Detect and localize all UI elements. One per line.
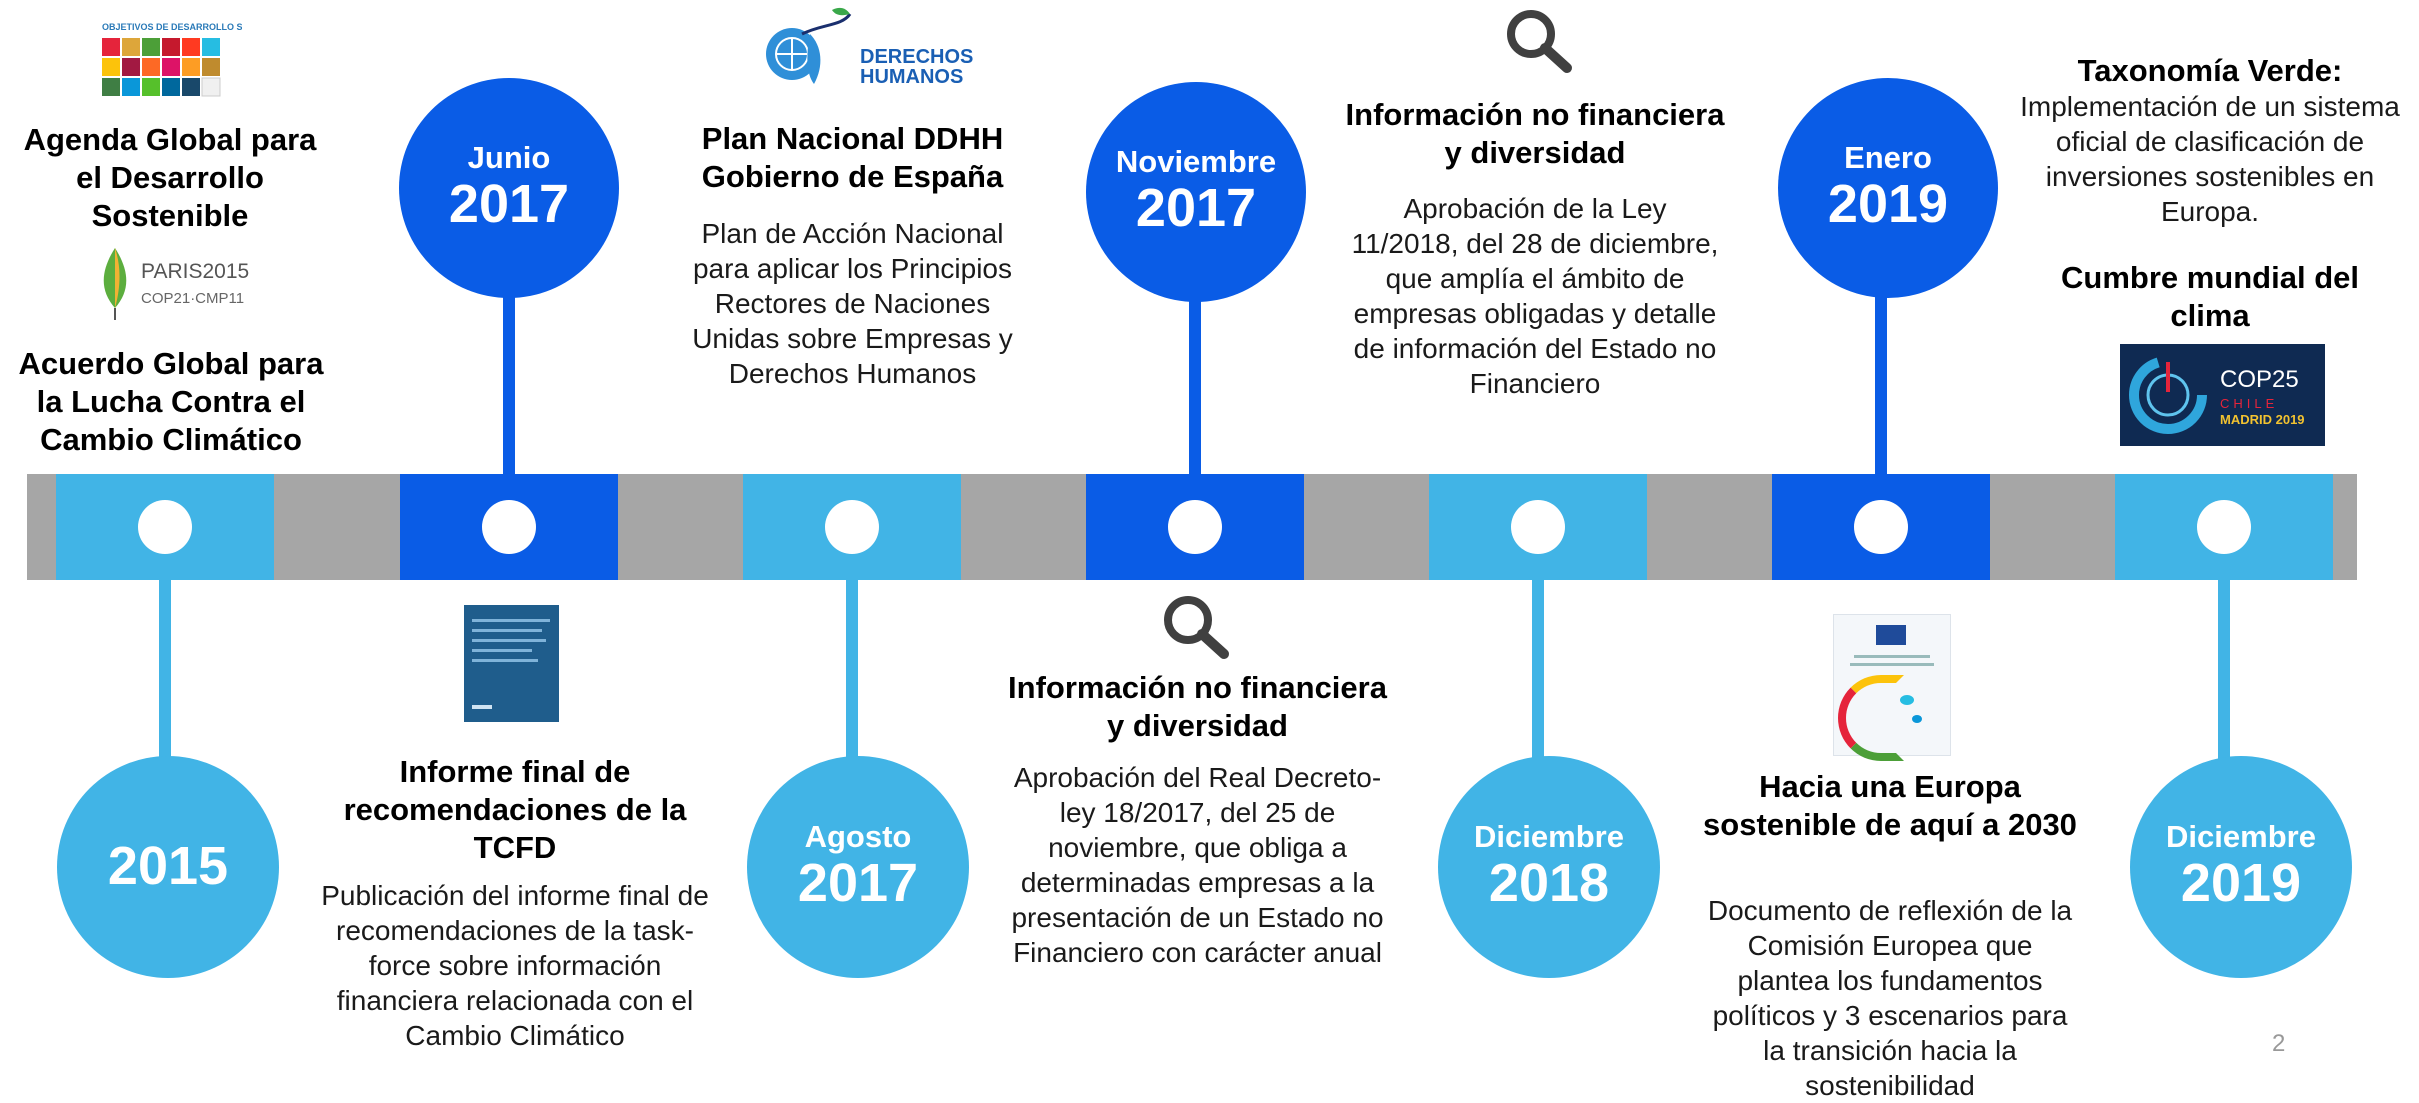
europa-2030-report-thumbnail	[1833, 614, 1951, 761]
magnifier-icon	[1160, 592, 1232, 662]
cop25-line3: MADRID 2019	[2220, 412, 2305, 427]
date-year: 2015	[107, 836, 229, 897]
timeline-segment-nov-2017	[1086, 474, 1304, 580]
cop25-line1: COP25	[2220, 366, 2299, 393]
sdg-logo-text: OBJETIVOS DE DESARROLLO SOSTENIBLE	[102, 22, 242, 32]
dic18-text: Aprobación de la Ley 11/2018, del 28 de …	[1351, 193, 1719, 399]
date-circle-nov-2017: Noviembre 2017	[1086, 82, 1306, 302]
derechos-humanos-logo: DERECHOS HUMANOS	[762, 4, 974, 100]
timeline-dot	[482, 500, 536, 554]
date-year: 2018	[1488, 853, 1610, 914]
date-year: 2019	[1827, 174, 1949, 235]
tcfd-text: Publicación del informe final de recomen…	[321, 880, 709, 1051]
taxonomia-text: Implementación de un sistema oficial de …	[2020, 91, 2400, 227]
connector-stem	[1532, 578, 1544, 778]
paris-logo-line1: PARIS2015	[141, 260, 250, 283]
date-month: Enero	[1844, 140, 1932, 176]
connector-stem	[503, 285, 515, 475]
date-circle-ago-2017: Agosto 2017	[747, 756, 969, 978]
date-year: 2017	[797, 853, 919, 914]
timeline-segment-2015	[56, 474, 274, 580]
date-year: 2019	[2180, 853, 2302, 914]
taxonomia-title: Taxonomía Verde:	[2077, 53, 2343, 88]
date-month: Agosto	[804, 819, 912, 855]
europa-title: Hacia una Europa sostenible de aquí a 20…	[1703, 769, 2077, 842]
date-circle-jun-2017: Junio 2017	[399, 78, 619, 298]
paris2015-logo: PARIS2015 COP21·CMP11	[95, 246, 249, 322]
nov-text: Aprobación del Real Decreto-ley 18/2017,…	[1011, 762, 1384, 968]
acuerdo-title: Acuerdo Global para la Lucha Contra el C…	[18, 346, 324, 457]
ddhh-title: Plan Nacional DDHH Gobierno de España	[701, 121, 1004, 194]
ddhh-logo-line2: HUMANOS	[860, 66, 964, 88]
magnifier-icon	[1503, 6, 1575, 76]
connector-stem	[846, 578, 858, 778]
cop25-logo: COP25 CHILE MADRID 2019	[2120, 344, 2325, 446]
date-year: 2017	[448, 174, 570, 235]
date-circle-dic-2018: Diciembre 2018	[1438, 756, 1660, 978]
timeline-dot	[1854, 500, 1908, 554]
timeline-segment-ago-2017	[743, 474, 961, 580]
date-circle-dic-2019: Diciembre 2019	[2130, 756, 2352, 978]
date-month: Diciembre	[2166, 819, 2316, 855]
connector-stem	[1189, 290, 1201, 475]
tcfd-report-thumbnail	[464, 605, 559, 722]
date-year: 2017	[1135, 178, 1257, 239]
date-month: Noviembre	[1115, 144, 1277, 180]
connector-stem	[159, 578, 171, 778]
timeline-dot	[1511, 500, 1565, 554]
timeline-dot	[138, 500, 192, 554]
cumbre-title: Cumbre mundial del clima	[2061, 260, 2359, 333]
date-month: Junio	[467, 140, 551, 176]
timeline-segment-dic-2019	[2115, 474, 2333, 580]
europa-text: Documento de reflexión de la Comisión Eu…	[1707, 895, 2073, 1101]
timeline-segment-dic-2018	[1429, 474, 1647, 580]
timeline-dot	[2197, 500, 2251, 554]
date-circle-ene-2019: Enero 2019	[1778, 78, 1998, 298]
page-number: 2	[2272, 1030, 2286, 1057]
date-month: Diciembre	[1474, 819, 1624, 855]
timeline-dot	[825, 500, 879, 554]
connector-stem	[2218, 578, 2230, 778]
dic18-title: Información no financiera y diversidad	[1345, 97, 1725, 170]
date-circle-2015: 2015	[57, 756, 279, 978]
cop25-line2: CHILE	[2220, 396, 2279, 411]
sdg-logo: OBJETIVOS DE DESARROLLO SOSTENIBLE	[98, 22, 242, 114]
timeline-segment-jun-2017	[400, 474, 618, 580]
connector-stem	[1875, 290, 1887, 475]
ddhh-text: Plan de Acción Nacional para aplicar los…	[692, 218, 1013, 389]
ddhh-logo-line1: DERECHOS	[860, 46, 974, 68]
nov-title: Información no financiera y diversidad	[1008, 670, 1387, 743]
tcfd-title: Informe final de recomendaciones de la T…	[343, 754, 687, 865]
paris-logo-line2: COP21·CMP11	[141, 290, 245, 307]
timeline-dot	[1168, 500, 1222, 554]
agenda-title: Agenda Global para el Desarrollo Sosteni…	[23, 122, 317, 233]
timeline-segment-ene-2019	[1772, 474, 1990, 580]
